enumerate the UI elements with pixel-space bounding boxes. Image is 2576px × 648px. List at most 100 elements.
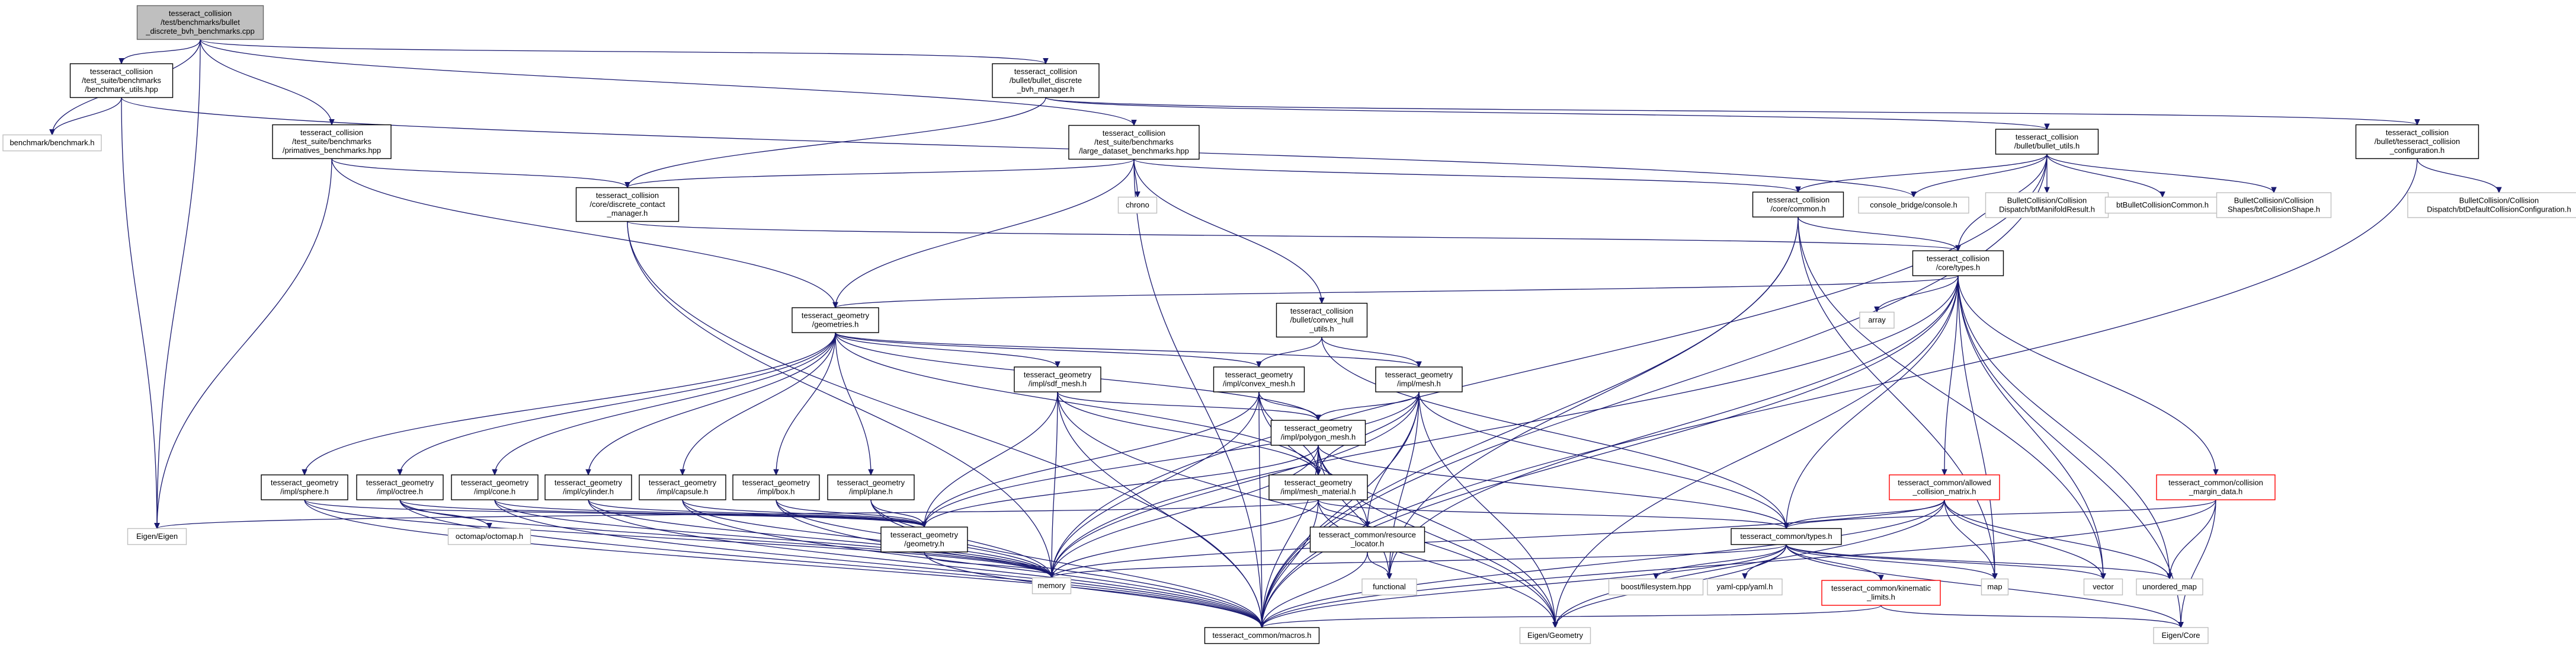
node-console-h[interactable]: console_bridge/console.h	[1858, 196, 1969, 214]
node-prim-bench[interactable]: tesseract_collision/test_suite/benchmark…	[272, 124, 392, 159]
edge-line	[1318, 445, 1787, 529]
edge-geometries-h-to-sdf-mesh	[835, 332, 1060, 368]
node-core-types[interactable]: tesseract_collision/core/types.h	[1912, 250, 2004, 276]
node-polygon-mesh[interactable]: tesseract_geometry/impl/polygon_mesh.h	[1270, 420, 1366, 446]
node-geometries-h[interactable]: tesseract_geometry/geometries.h	[792, 307, 879, 333]
node-filesystem[interactable]: boost/filesystem.hpp	[1608, 578, 1704, 596]
node-label-line: _discrete_bvh_benchmarks.cpp	[145, 27, 255, 36]
edge-polygon-mesh-to-functional	[1318, 445, 1392, 580]
node-functional[interactable]: functional	[1361, 578, 1417, 596]
node-memory[interactable]: memory	[1031, 577, 1072, 595]
edge-line	[1876, 275, 1959, 312]
node-box	[1117, 196, 1158, 214]
node-macros[interactable]: tesseract_common/macros.h	[1204, 627, 1320, 644]
node-plane[interactable]: tesseract_geometry/impl/plane.h	[827, 474, 915, 500]
node-label-line: /impl/capsule.h	[657, 487, 709, 496]
node-label-line: /test_suite/benchmarks	[82, 76, 161, 85]
edge-geometries-h-to-sphere	[302, 332, 836, 476]
node-convex-mesh[interactable]: tesseract_geometry/impl/convex_mesh.h	[1213, 366, 1305, 392]
node-discrete-mgr[interactable]: tesseract_collision/core/discrete_contac…	[575, 187, 680, 222]
node-box	[1981, 578, 2009, 596]
edge-line	[1786, 275, 1959, 529]
edge-line	[1133, 158, 1799, 193]
node-core-common[interactable]: tesseract_collision/core/common.h	[1752, 191, 1844, 218]
node-convex-hull[interactable]: tesseract_collision/bullet/convex_hull_u…	[1276, 302, 1368, 338]
edge-bench-utils-to-eigen-eigen	[121, 97, 160, 529]
node-cone[interactable]: tesseract_geometry/impl/cone.h	[451, 474, 539, 500]
node-octomap[interactable]: octomap/octomap.h	[447, 528, 531, 545]
node-allowed-cm[interactable]: tesseract_common/allowed_collision_matri…	[1889, 474, 2000, 500]
node-geometry-h[interactable]: tesseract_geometry/geometry.h	[880, 526, 968, 553]
node-bt-shape[interactable]: BulletCollision/CollisionShapes/btCollis…	[2216, 192, 2332, 218]
node-large-dataset[interactable]: tesseract_collision/test_suite/benchmark…	[1068, 125, 1200, 160]
node-bullet-utils[interactable]: tesseract_collision/bullet/bullet_utils.…	[1995, 129, 2099, 155]
node-label-line: /benchmark_utils.hpp	[85, 85, 158, 94]
node-box[interactable]: tesseract_geometry/impl/box.h	[732, 474, 820, 500]
node-bullet-bvh-mgr[interactable]: tesseract_collision/bullet/bullet_discre…	[992, 63, 1100, 98]
node-label-line: _locator.h	[1350, 540, 1384, 548]
edge-arrowhead	[2414, 119, 2420, 126]
edge-sphere-to-macros	[304, 499, 1265, 628]
node-octree[interactable]: tesseract_geometry/impl/octree.h	[356, 474, 444, 500]
node-bt-default-cfg[interactable]: BulletCollision/CollisionDispatch/btDefa…	[2407, 192, 2576, 218]
node-map[interactable]: map	[1981, 578, 2009, 596]
node-bt-manifold[interactable]: BulletCollision/CollisionDispatch/btMani…	[1985, 192, 2109, 218]
node-vector[interactable]: vector	[2083, 578, 2123, 596]
edge-line	[588, 499, 925, 528]
node-mesh-material[interactable]: tesseract_geometry/impl/mesh_material.h	[1268, 474, 1368, 500]
node-kin-limits[interactable]: tesseract_common/kinematic_limits.h	[1821, 580, 1941, 606]
node-box	[639, 474, 726, 500]
edge-discrete-mgr-to-macros	[627, 221, 1265, 628]
edge-bullet-utils-to-bt-shape	[2046, 154, 2277, 194]
edge-mesh-h-to-polygon-mesh	[1315, 391, 1420, 422]
edge-line	[1261, 605, 1882, 628]
node-mesh-h[interactable]: tesseract_geometry/impl/mesh.h	[1375, 366, 1463, 392]
node-bt-common[interactable]: btBulletCollisionCommon.h	[2104, 196, 2221, 214]
node-box	[2216, 192, 2332, 218]
edge-line	[1261, 391, 1420, 628]
edge-line	[156, 39, 201, 529]
node-chrono[interactable]: chrono	[1117, 196, 1158, 214]
node-coll-margin[interactable]: tesseract_common/collision_margin_data.h	[2156, 474, 2276, 500]
edge-allowed-cm-to-common-types	[1783, 499, 1945, 529]
node-unordered-map[interactable]: unordered_map	[2136, 578, 2203, 596]
edge-line	[1261, 499, 2216, 628]
edge-arrowhead	[1364, 521, 1370, 528]
edge-root-to-bench-utils	[118, 39, 201, 65]
node-eigen-geometry[interactable]: Eigen/Geometry	[1519, 627, 1591, 644]
node-box	[1068, 125, 1200, 160]
node-bullet-config[interactable]: tesseract_collision/bullet/tesseract_col…	[2355, 124, 2479, 159]
node-box	[1268, 474, 1368, 500]
edge-line	[1957, 275, 2181, 628]
node-label-line: tesseract_geometry	[555, 478, 623, 487]
node-capsule[interactable]: tesseract_geometry/impl/capsule.h	[639, 474, 726, 500]
edge-arrowhead	[1315, 414, 1321, 422]
node-yaml[interactable]: yaml-cpp/yaml.h	[1707, 578, 1783, 596]
edge-line	[776, 499, 925, 528]
node-box	[1995, 129, 2099, 155]
edge-line	[835, 332, 1420, 368]
edge-polygon-mesh-to-geometry-h	[921, 445, 1319, 528]
node-sphere[interactable]: tesseract_geometry/impl/sphere.h	[261, 474, 348, 500]
node-common-types[interactable]: tesseract_common/types.h	[1731, 528, 1842, 545]
node-sdf-mesh[interactable]: tesseract_geometry/impl/sdf_mesh.h	[1014, 366, 1101, 392]
node-label-line: vector	[2093, 582, 2114, 591]
edge-plane-to-macros	[870, 499, 1265, 628]
node-eigen-eigen[interactable]: Eigen/Eigen	[127, 528, 187, 545]
edge-arrowhead	[1135, 191, 1140, 198]
node-box	[127, 528, 187, 545]
node-bench-utils[interactable]: tesseract_collision/test_suite/benchmark…	[69, 63, 174, 98]
node-box	[575, 187, 680, 222]
node-label-line: /large_dataset_benchmarks.hpp	[1079, 146, 1189, 155]
node-eigen-core[interactable]: Eigen/Core	[2153, 627, 2209, 644]
node-cylinder[interactable]: tesseract_geometry/impl/cylinder.h	[544, 474, 632, 500]
edge-arrowhead	[302, 469, 307, 476]
node-box	[2156, 474, 2276, 500]
node-root[interactable]: tesseract_collision/test/benchmarks/bull…	[136, 5, 264, 40]
node-resource-loc[interactable]: tesseract_common/resource_locator.h	[1309, 526, 1425, 553]
edge-line	[588, 499, 1263, 628]
edge-plane-to-geometry-h	[870, 499, 927, 528]
edge-arrowhead	[921, 521, 927, 528]
node-benchmark-h[interactable]: benchmark/benchmark.h	[2, 134, 102, 152]
node-array[interactable]: array	[1859, 311, 1895, 329]
